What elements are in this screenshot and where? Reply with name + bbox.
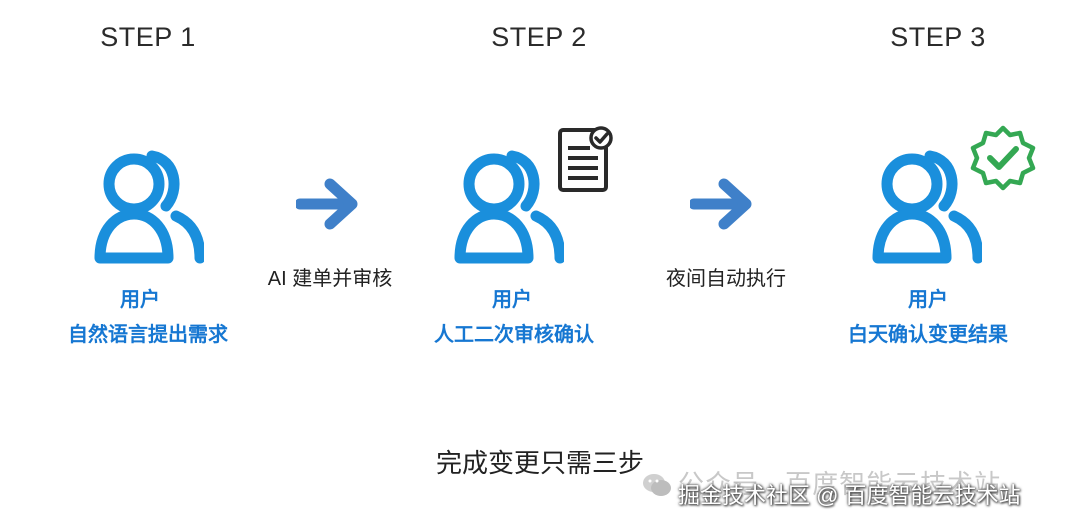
document-check-icon [556, 124, 614, 194]
arrow-1-label: AI 建单并审核 [267, 268, 393, 290]
arrow-right-icon [296, 176, 360, 232]
step-3-role: 用户 [908, 289, 948, 311]
step-1-title: STEP 1 [100, 22, 196, 52]
step-1-role: 用户 [120, 289, 160, 311]
users-icon [452, 148, 564, 266]
verified-badge-icon [968, 124, 1038, 194]
users-icon [870, 148, 982, 266]
arrow-right-icon [690, 176, 754, 232]
step-3-title: STEP 3 [890, 22, 986, 52]
step-2-action: 人工二次审核确认 [434, 324, 594, 346]
users-icon [92, 148, 204, 266]
wechat-watermark: 公众号 · 百度智能云技术站 [678, 469, 1002, 499]
arrow-2-label: 夜间自动执行 [666, 268, 786, 290]
wechat-icon [642, 472, 672, 498]
step-2-role: 用户 [492, 289, 532, 311]
step-2-title: STEP 2 [491, 22, 587, 52]
step-1-action: 自然语言提出需求 [68, 324, 228, 346]
footer-title: 完成变更只需三步 [435, 448, 644, 478]
juejin-watermark: 掘金技术社区 @ 百度智能云技术站 [678, 483, 1021, 508]
step-3-action: 白天确认变更结果 [848, 324, 1008, 346]
